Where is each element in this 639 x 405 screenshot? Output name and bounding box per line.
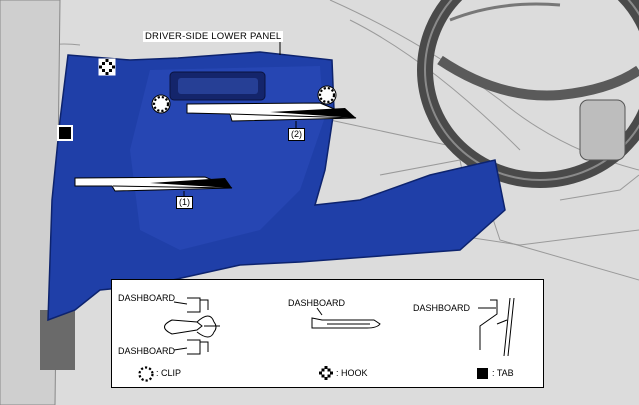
clip-top-label: DASHBOARD: [118, 293, 176, 303]
tab-section-label: DASHBOARD: [413, 303, 471, 313]
clip-section-drawing: [164, 297, 220, 355]
legend-box: DASHBOARD DASHBOARD DASHBOARD DASHBOARD …: [111, 279, 544, 388]
steering-wheel: [417, 0, 639, 188]
clip-icon: [138, 366, 154, 382]
callout-2: (2): [288, 128, 305, 141]
clip-icon: [151, 94, 171, 114]
tab-key-label: : TAB: [492, 368, 514, 378]
panel-slot-inner: [178, 78, 258, 94]
tab-icon: [57, 125, 73, 141]
clip-icon: [317, 85, 337, 105]
tab-icon: [477, 368, 488, 379]
legend-svg: [138, 297, 515, 382]
hook-icon: [319, 366, 333, 380]
clip-bottom-label: DASHBOARD: [118, 346, 176, 356]
arrow: [186, 102, 357, 122]
callout-1: (1): [176, 196, 193, 209]
hook-key-label: : HOOK: [336, 368, 368, 378]
panel-title: DRIVER-SIDE LOWER PANEL: [143, 31, 284, 42]
side-trim: [0, 0, 61, 405]
lower-bracket: [40, 310, 75, 370]
hook-icon: [98, 58, 116, 76]
clip-key-label: : CLIP: [156, 368, 182, 378]
hook-section-label: DASHBOARD: [288, 298, 346, 308]
tab-section-drawing: [478, 297, 515, 357]
arrow: [74, 176, 233, 192]
hook-section-drawing: [311, 307, 381, 329]
